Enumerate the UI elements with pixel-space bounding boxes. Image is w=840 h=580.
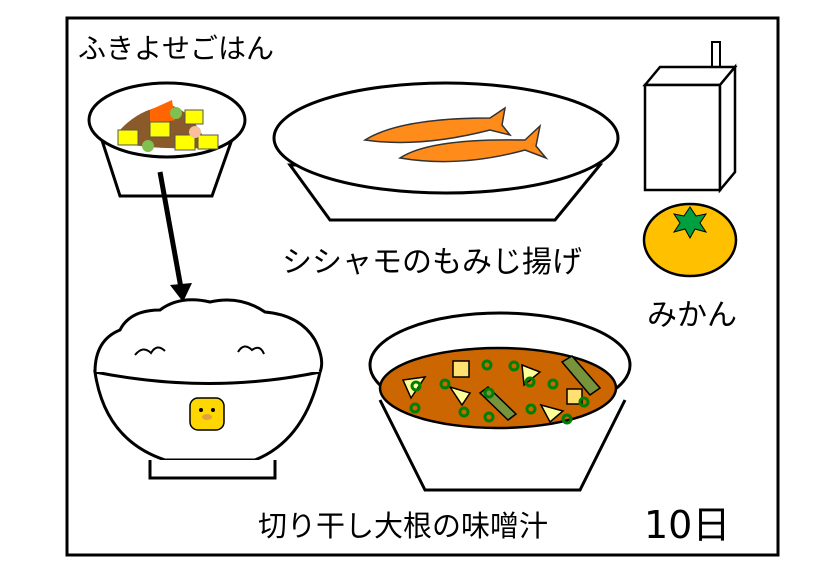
label-date: 10日 bbox=[644, 503, 730, 547]
label-mikan: みかん bbox=[647, 298, 737, 333]
arrow-head-icon bbox=[170, 283, 192, 302]
mikan-icon bbox=[642, 202, 738, 278]
label-fukiyose-gohan: ふきよせごはん bbox=[78, 32, 274, 65]
shishamo-plate bbox=[272, 81, 620, 222]
label-miso-soup: 切り干し大根の味噌汁 bbox=[258, 509, 548, 543]
fukiyose-rice-bowl bbox=[87, 81, 247, 198]
label-shishamo: シシャモのもみじ揚げ bbox=[282, 245, 582, 280]
milk-carton bbox=[642, 41, 738, 194]
arrow-line bbox=[157, 171, 184, 289]
bear-emblem-icon bbox=[189, 397, 225, 431]
miso-soup-bowl bbox=[368, 311, 632, 492]
rice-bowl bbox=[93, 298, 324, 480]
